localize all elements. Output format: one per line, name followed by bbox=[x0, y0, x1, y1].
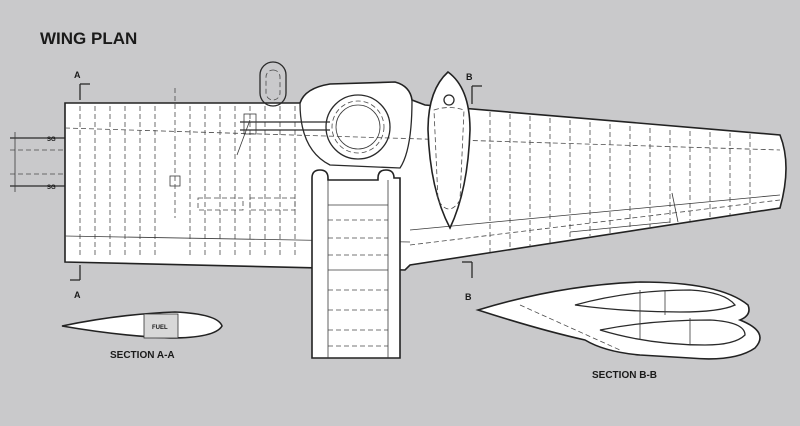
section-b-b-airfoil: SECTION B-B bbox=[475, 281, 761, 381]
landing-gear-bay bbox=[311, 169, 401, 359]
section-marker-b-bottom: B bbox=[462, 261, 473, 302]
section-marker-a-top: A bbox=[74, 70, 90, 100]
wing-planform bbox=[64, 81, 787, 271]
gun-mount bbox=[236, 61, 330, 156]
section-mark-a-top-label: A bbox=[74, 70, 81, 80]
drawing-title: WING PLAN bbox=[40, 29, 137, 48]
section-b-b-label: SECTION B-B bbox=[592, 370, 657, 381]
section-mark-b-bottom-label: B bbox=[465, 292, 472, 302]
section-a-a-airfoil: FUEL SECTION A-A bbox=[61, 311, 223, 361]
section-mark-b-top-label: B bbox=[466, 72, 473, 82]
fuel-tank bbox=[143, 313, 179, 339]
centerline-mark-bottom: SG bbox=[47, 185, 56, 191]
fuel-label: FUEL bbox=[152, 325, 168, 331]
centerline-mark-top: SG bbox=[47, 137, 56, 143]
section-mark-a-bottom-label: A bbox=[74, 290, 81, 300]
section-marker-a-bottom: A bbox=[70, 265, 81, 300]
cooler-fairing bbox=[325, 94, 391, 160]
section-a-a-label: SECTION A-A bbox=[110, 350, 175, 361]
access-panels bbox=[169, 88, 296, 218]
wheel-well bbox=[427, 70, 471, 230]
panel-lines bbox=[79, 106, 751, 258]
section-marker-b-top: B bbox=[466, 72, 482, 104]
